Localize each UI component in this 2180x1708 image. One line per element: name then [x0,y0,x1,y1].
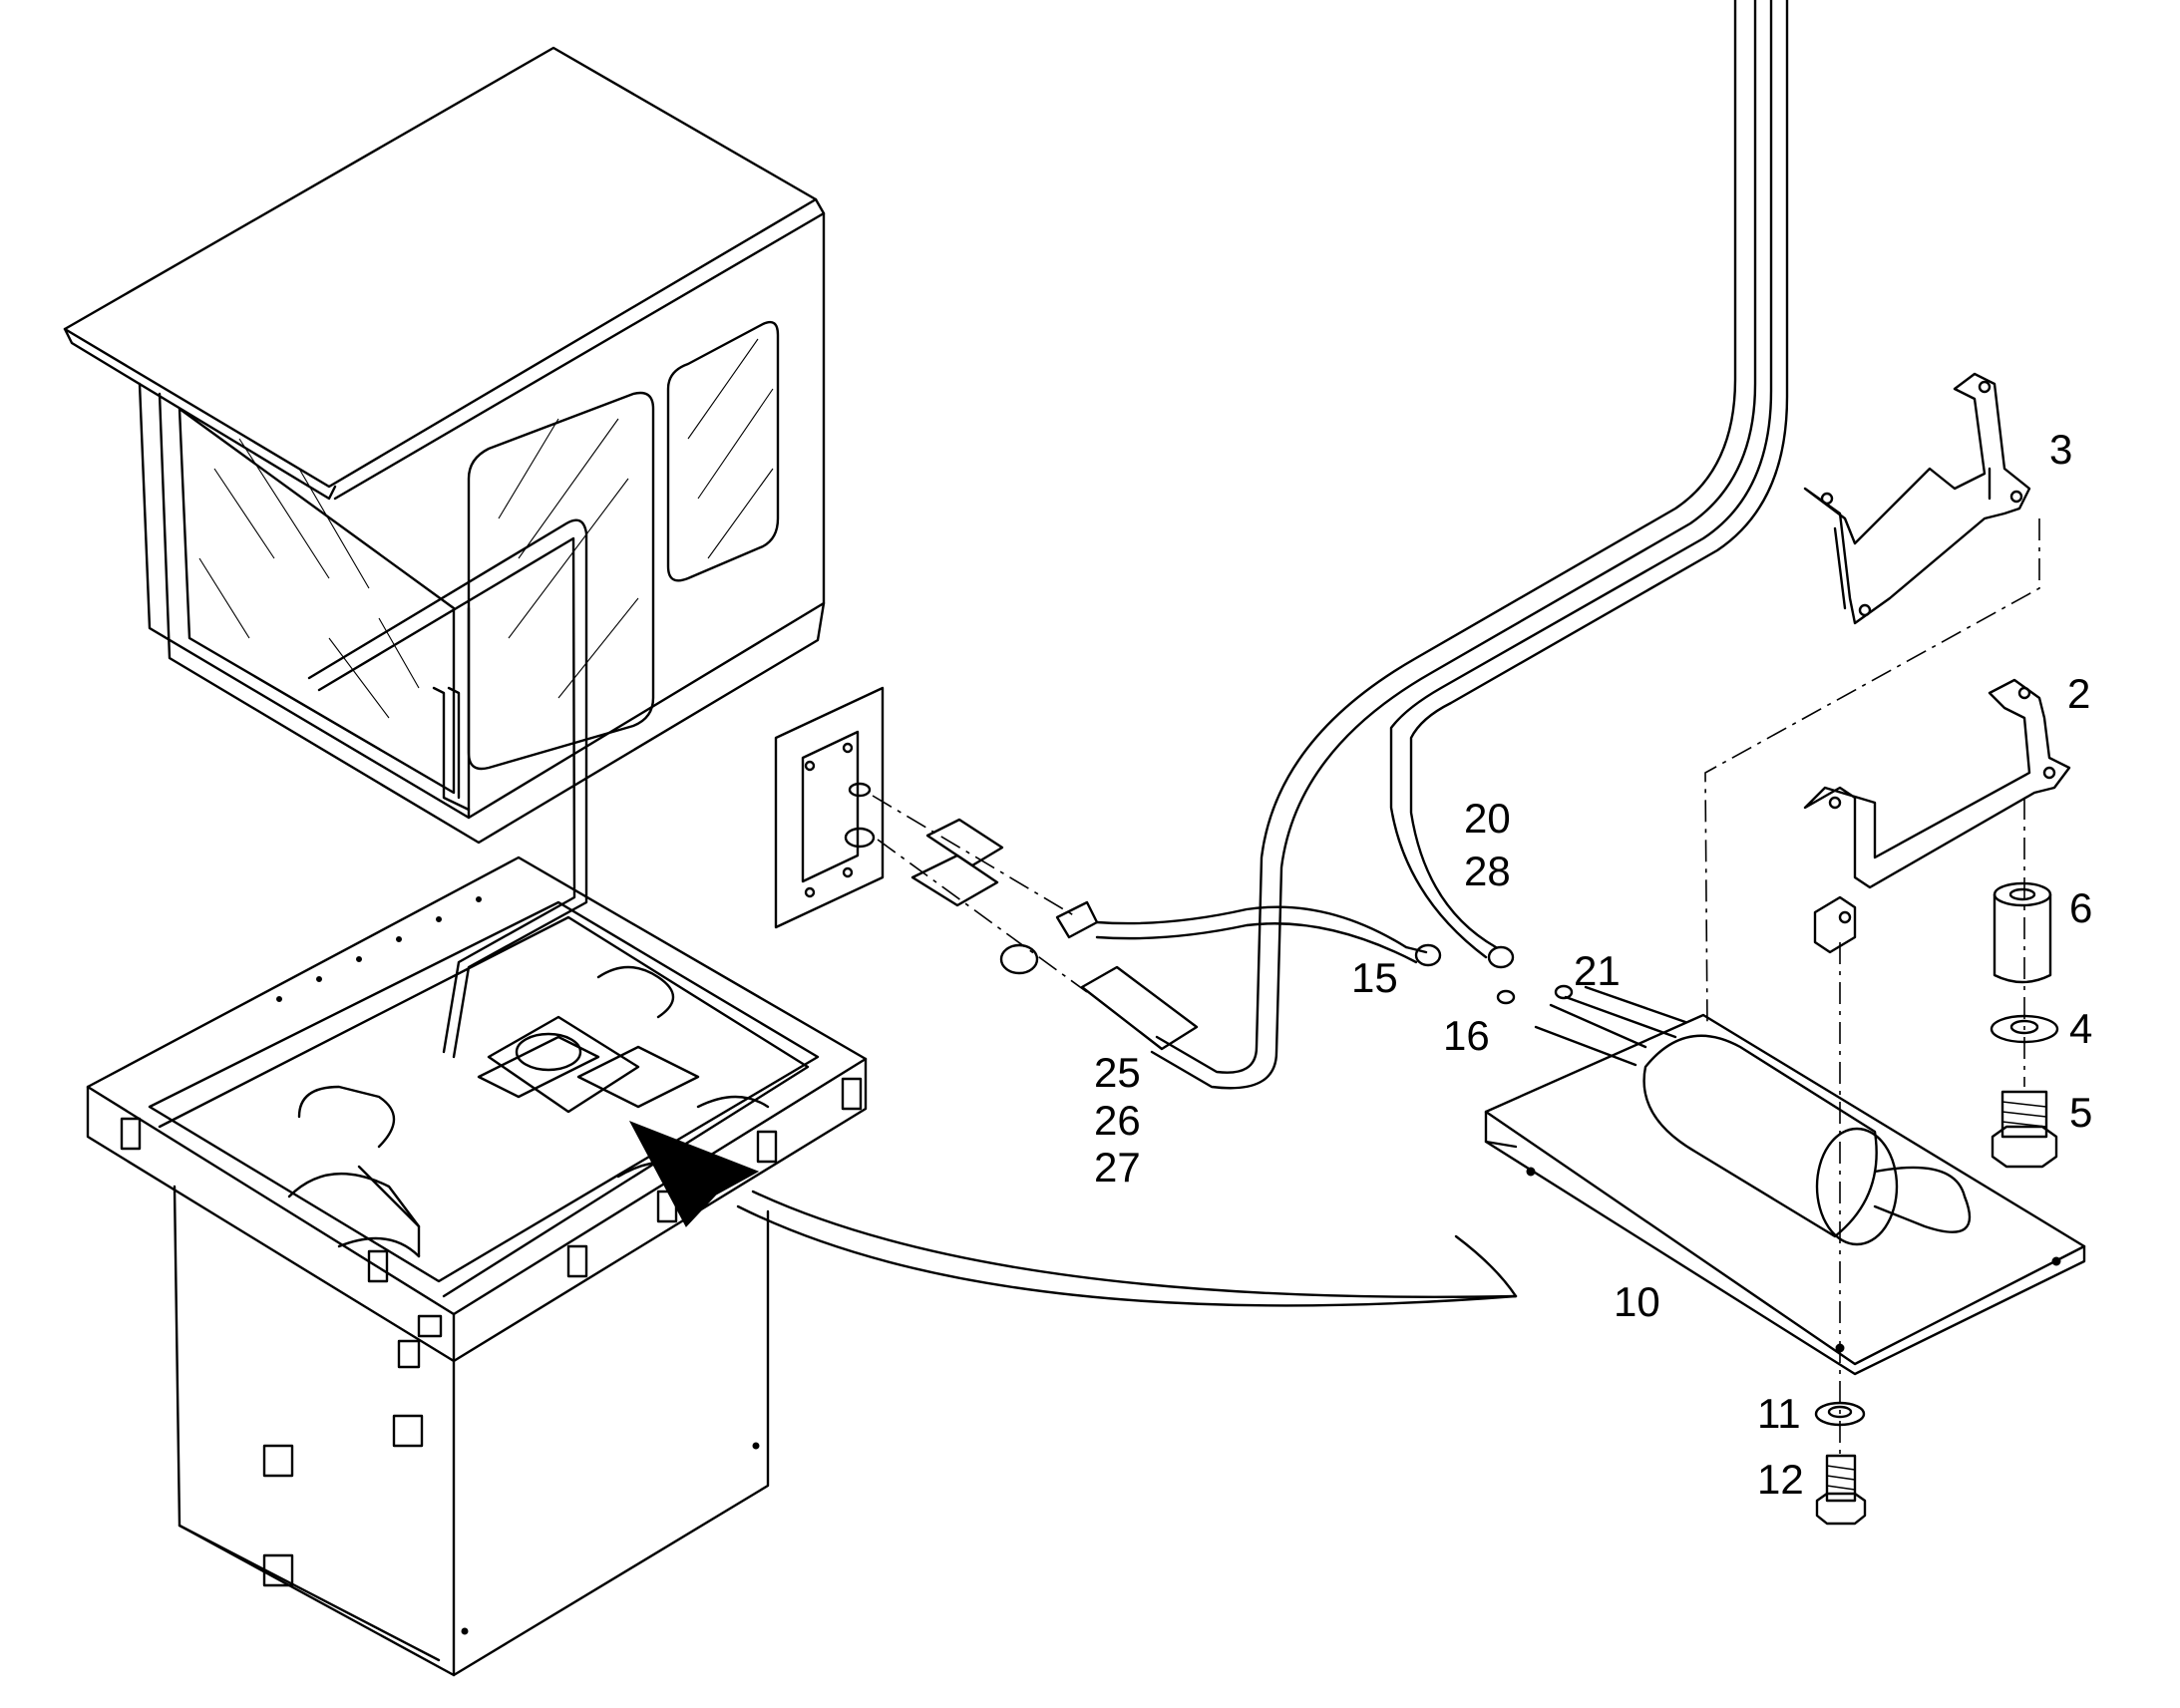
cab-hydraulic-line [307,518,588,1059]
operator-cab [63,46,826,845]
detail-arrow [628,1121,1518,1307]
callout-21: 21 [1574,947,1621,994]
callout-2: 2 [2067,670,2090,717]
callout-6: 6 [2069,884,2092,931]
callout-11: 11 [1757,1390,1801,1437]
callout-5: 5 [2069,1089,2092,1136]
bracket-2 [1803,678,2071,954]
callout-10: 10 [1614,1278,1660,1325]
callout-12: 12 [1757,1456,1804,1503]
mounting-plate [774,686,885,929]
cab-base-platform [86,855,868,1677]
center-lines [1704,518,2040,1456]
bracket-3 [1803,372,2031,625]
callout-16: 16 [1443,1012,1490,1059]
callout-26: 26 [1094,1097,1141,1144]
callout-labels: 3 2 6 4 5 10 11 12 15 16 20 28 21 25 26 … [1094,426,2092,1503]
callout-15: 15 [1351,954,1398,1001]
hydraulic-hoses [1095,0,1789,1090]
callout-20: 20 [1464,795,1511,842]
callout-3: 3 [2049,426,2072,473]
callout-25: 25 [1094,1049,1141,1096]
callout-28: 28 [1464,848,1511,894]
callout-4: 4 [2069,1005,2092,1052]
callout-27: 27 [1094,1144,1141,1191]
filter-tank-assembly [1484,985,2086,1376]
